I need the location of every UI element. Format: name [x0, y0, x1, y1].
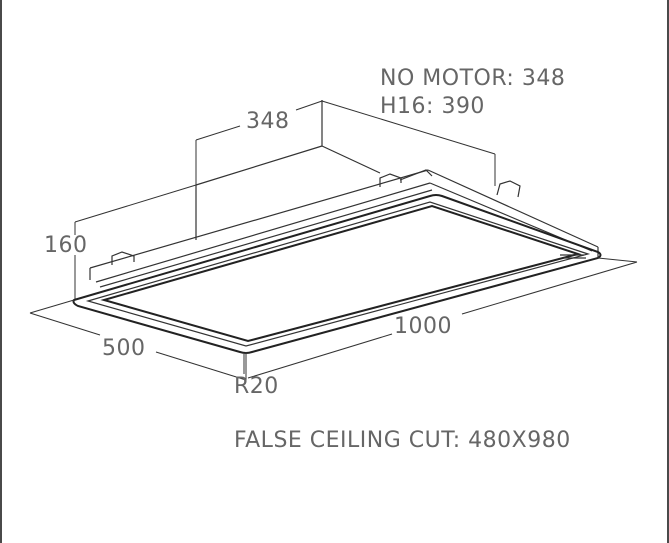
length-label: 1000: [394, 314, 452, 339]
h16-note: H16: 390: [380, 94, 485, 119]
width-label: 500: [102, 336, 146, 361]
dimension-length: [245, 257, 638, 382]
top-depth-label: 348: [246, 109, 290, 134]
height-label: 160: [44, 233, 88, 258]
radius-label: R20: [234, 374, 279, 399]
dimension-top-depth: [195, 100, 496, 186]
hood-body: [89, 169, 599, 288]
cutout-note: FALSE CEILING CUT: 480X980: [234, 428, 571, 453]
dimension-width: [29, 299, 247, 381]
motor-note: NO MOTOR: 348: [380, 66, 565, 91]
ceiling-panel: [72, 194, 602, 354]
motor-box: [195, 100, 381, 240]
dimension-height: [74, 184, 197, 300]
